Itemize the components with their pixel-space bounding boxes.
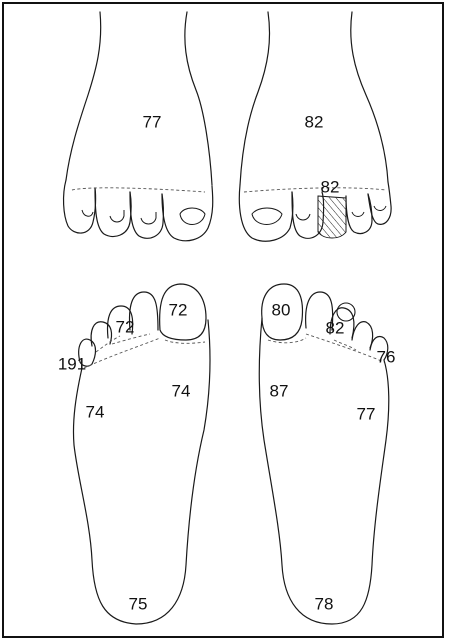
- plantar-left-lateral-ball-value: 74: [86, 404, 105, 421]
- plantar-left-heel-value: 75: [129, 596, 148, 613]
- plantar-right-medial-ball-value: 87: [270, 383, 289, 400]
- plantar-left-little-toe-value: 191: [58, 356, 86, 373]
- dorsal-left-foot: [64, 12, 213, 241]
- plantar-right-foot: [259, 284, 389, 624]
- plantar-right-heel-value: 78: [315, 596, 334, 613]
- plantar-left-great-toe-value: 72: [169, 302, 188, 319]
- dorsal-right-toe-2-value: 82: [321, 179, 340, 196]
- plantar-left-middle-toes-value: 72: [116, 319, 135, 336]
- plantar-left-medial-ball-value: 74: [172, 383, 191, 400]
- plantar-left-foot: [73, 284, 210, 624]
- plantar-right-little-toe-value: 76: [377, 349, 396, 366]
- plantar-right-great-toe-value: 80: [272, 302, 291, 319]
- plantar-right-lateral-ball-value: 77: [357, 406, 376, 423]
- plantar-right-middle-toes-value: 82: [326, 320, 345, 337]
- dorsal-right-instep-value: 82: [305, 114, 324, 131]
- dorsal-left-instep-value: 77: [143, 114, 162, 131]
